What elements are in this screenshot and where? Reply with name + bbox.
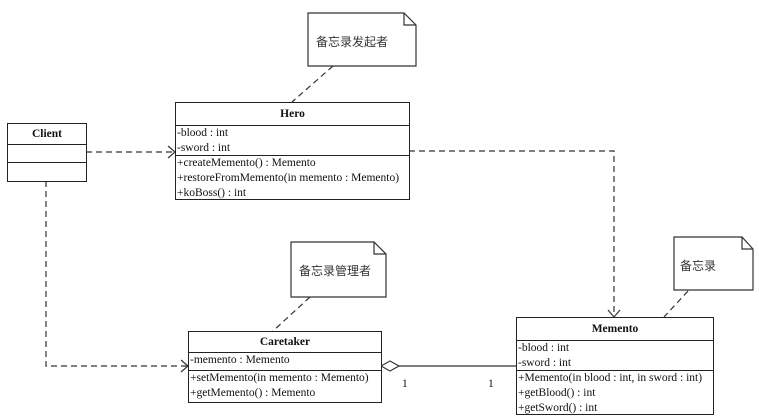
hero-to-memento-dependency xyxy=(409,150,615,316)
client-to-caretaker-dependency xyxy=(45,181,187,367)
operation: +Memento(in blood : int, in sword : int) xyxy=(518,372,703,384)
class-name: Caretaker xyxy=(189,332,381,353)
class-name: Memento xyxy=(517,318,713,341)
operations-section: +Memento(in blood : int, in sword : int)… xyxy=(517,371,713,416)
note-originator-shape xyxy=(307,12,417,67)
note-memento: 备忘录 xyxy=(680,259,717,273)
attribute: -blood : int xyxy=(177,127,229,139)
class-caretaker[interactable]: Caretaker -memento : Memento +setMemento… xyxy=(188,331,382,403)
class-name: Client xyxy=(8,124,86,145)
note-caretaker-shape xyxy=(290,241,387,298)
operation: +getBlood() : int xyxy=(518,387,596,399)
note-memento-shape xyxy=(673,236,754,291)
note-originator-link xyxy=(291,65,334,103)
operation: +koBoss() : int xyxy=(177,187,247,199)
note-memento-link xyxy=(663,290,689,318)
operation: +restoreFromMemento(in memento : Memento… xyxy=(177,172,400,184)
note-caretaker-link xyxy=(272,296,311,332)
operation: +setMemento(in memento : Memento) xyxy=(190,372,369,384)
attributes-section: -blood : int -sword : int xyxy=(517,341,713,371)
operation: +getMemento() : Memento xyxy=(190,387,316,399)
attribute: -sword : int xyxy=(518,357,572,369)
class-name: Hero xyxy=(176,103,409,126)
attributes-section xyxy=(8,145,86,163)
class-client[interactable]: Client xyxy=(7,123,87,182)
multiplicity-memento: 1 xyxy=(488,378,494,390)
note-caretaker: 备忘录管理者 xyxy=(299,264,372,278)
operations-section: +setMemento(in memento : Memento) +getMe… xyxy=(189,371,381,401)
operation: +createMemento() : Memento xyxy=(177,157,316,169)
multiplicity-caretaker: 1 xyxy=(402,378,408,390)
attribute: -sword : int xyxy=(177,142,231,154)
operations-section: +createMemento() : Memento +restoreFromM… xyxy=(176,156,409,201)
operations-section xyxy=(8,163,86,180)
attribute: -blood : int xyxy=(518,342,570,354)
attributes-section: -blood : int -sword : int xyxy=(176,126,409,156)
operation: +getSword() : int xyxy=(518,402,598,414)
note-originator: 备忘录发起者 xyxy=(316,35,389,49)
class-memento[interactable]: Memento -blood : int -sword : int +Memen… xyxy=(516,317,714,415)
class-hero[interactable]: Hero -blood : int -sword : int +createMe… xyxy=(175,102,410,200)
aggregation-diamond xyxy=(379,360,401,372)
attributes-section: -memento : Memento xyxy=(189,353,381,371)
attribute: -memento : Memento xyxy=(190,354,290,366)
